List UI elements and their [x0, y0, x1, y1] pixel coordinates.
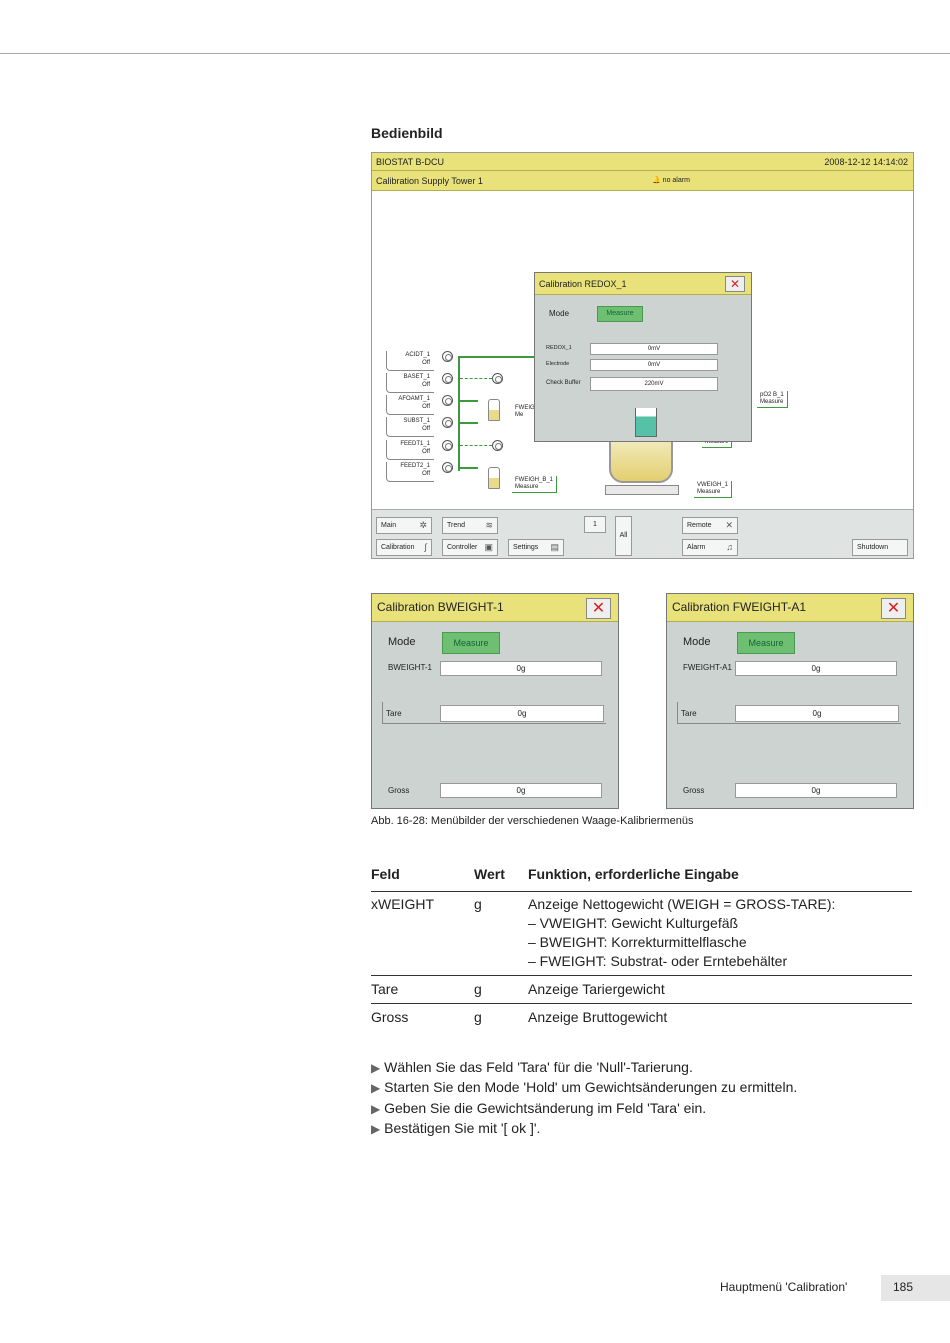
controller-icon: ▣ — [484, 542, 493, 552]
trend-button[interactable]: Trend≋ — [442, 517, 498, 534]
alarm-button[interactable]: Alarm♫ — [682, 539, 738, 556]
fweight-calibration-dialog: Calibration FWEIGHT-A1 ✕ Mode Measure FW… — [666, 593, 914, 809]
top-rule — [0, 53, 950, 54]
app-title: BIOSTAT B-DCU — [376, 157, 445, 167]
tare-input[interactable]: 0g — [440, 705, 604, 722]
valve-icon[interactable] — [442, 440, 453, 451]
remote-button[interactable]: Remote✕ — [682, 517, 738, 534]
mode-label: Mode — [388, 636, 416, 648]
main-button[interactable]: Main✲ — [376, 517, 432, 534]
weight-label: BWEIGHT-1 — [388, 663, 433, 672]
remote-icon: ✕ — [725, 520, 733, 530]
shutdown-button[interactable]: Shutdown — [852, 539, 908, 556]
list-item: ▶ Wählen Sie das Feld 'Tara' für die 'Nu… — [371, 1059, 693, 1075]
screenshot-calibration-supply-tower: BIOSTAT B-DCU 2008-12-12 14:14:02 Calibr… — [371, 152, 914, 559]
field-table: Feld Wert Funktion, erforderliche Eingab… — [371, 866, 912, 1031]
controller-button[interactable]: Controller▣ — [442, 539, 498, 556]
tare-input[interactable]: 0g — [735, 705, 899, 722]
measure-button[interactable]: Measure — [597, 306, 643, 322]
page-title: Calibration Supply Tower 1 — [376, 176, 483, 186]
bell-icon: ♫ — [726, 542, 733, 552]
weight-value: 0g — [735, 661, 897, 676]
instruction-steps: ▶ Wählen Sie das Feld 'Tara' für die 'Nu… — [371, 1058, 797, 1139]
beaker-icon — [635, 408, 657, 437]
settings-icon: ▤ — [550, 542, 559, 552]
measure-tag[interactable]: Measure — [702, 438, 733, 448]
valve-icon[interactable] — [442, 351, 453, 362]
dialog-title: Calibration REDOX_1 — [535, 273, 751, 295]
bell-icon: 🔔 — [652, 177, 661, 184]
triangle-right-icon: ▶ — [371, 1081, 381, 1096]
valve-icon[interactable] — [492, 440, 503, 451]
list-item: ▶ Starten Sie den Mode 'Hold' um Gewicht… — [371, 1079, 798, 1096]
gross-label: Gross — [388, 786, 410, 795]
all-button[interactable]: All — [615, 516, 632, 556]
valve-icon[interactable] — [442, 462, 453, 473]
alarm-status: no alarm — [662, 177, 690, 184]
datetime: 2008-12-12 14:14:02 — [824, 157, 908, 167]
redox-calibration-dialog: Calibration REDOX_1 ✕ Mode Measure REDOX… — [534, 272, 752, 442]
weight-label: FWEIGHT-A1 — [683, 663, 732, 672]
electrode-value: 0mV — [590, 359, 718, 371]
valve-icon[interactable] — [442, 395, 453, 406]
bottle-icon — [488, 399, 500, 421]
list-item: ▶ Bestätigen Sie mit '[ ok ]'. — [371, 1119, 541, 1136]
bweight-calibration-dialog: Calibration BWEIGHT-1 ✕ Mode Measure BWE… — [371, 593, 619, 809]
measure-button[interactable]: Measure — [442, 632, 500, 654]
valve-icon[interactable] — [442, 417, 453, 428]
figure-caption: Abb. 16-28: Menübilder der verschiedenen… — [371, 815, 694, 827]
table-row: Gross g Anzeige Bruttogewicht — [371, 1009, 668, 1025]
weight-value: 0g — [440, 661, 602, 676]
mode-label: Mode — [683, 636, 711, 648]
list-item: ▶ Geben Sie die Gewichtsänderung im Feld… — [371, 1099, 707, 1116]
close-icon[interactable]: ✕ — [881, 598, 906, 619]
close-icon[interactable]: ✕ — [586, 598, 611, 619]
section-title: Bedienbild — [371, 125, 443, 141]
gross-value: 0g — [735, 783, 897, 798]
page-number-box — [881, 1275, 950, 1301]
valve-icon[interactable] — [442, 373, 453, 384]
tare-label: Tare — [386, 709, 402, 718]
triangle-right-icon: ▶ — [371, 1061, 381, 1075]
table-row: xWEIGHT g Anzeige Nettogewicht (WEIGH = … — [371, 892, 912, 976]
triangle-right-icon: ▶ — [371, 1101, 381, 1116]
tare-label: Tare — [681, 709, 697, 718]
mode-label: Mode — [549, 309, 570, 318]
valve-icon[interactable] — [492, 373, 503, 384]
unit-selector[interactable]: 1 — [584, 516, 606, 533]
settings-button[interactable]: Settings▤ — [508, 539, 564, 556]
gross-value: 0g — [440, 783, 602, 798]
close-icon[interactable]: ✕ — [725, 276, 745, 292]
triangle-right-icon: ▶ — [371, 1121, 381, 1136]
measure-button[interactable]: Measure — [737, 632, 795, 654]
footer-section: Hauptmenü 'Calibration' — [720, 1280, 848, 1294]
dialog-title: Calibration FWEIGHT-A1 — [667, 594, 913, 622]
redox-value: 0mV — [590, 343, 718, 355]
app-title-bar: BIOSTAT B-DCU 2008-12-12 14:14:02 — [372, 153, 913, 171]
calibration-icon: ∫ — [424, 542, 427, 552]
trend-icon: ≋ — [485, 520, 493, 530]
table-row: Tare g Anzeige Tariergewicht — [371, 976, 912, 1004]
gross-label: Gross — [683, 786, 705, 795]
scale-platform — [605, 485, 679, 495]
dialog-title: Calibration BWEIGHT-1 — [372, 594, 618, 622]
bottom-navigation: Main✲ Calibration∫ Trend≋ Controller▣ Se… — [372, 509, 913, 558]
calibration-button[interactable]: Calibration∫ — [376, 539, 432, 556]
check-buffer-input[interactable]: 220mV — [590, 377, 718, 391]
table-header: Feld Wert Funktion, erforderliche Eingab… — [371, 866, 912, 892]
page-number: 185 — [893, 1280, 914, 1294]
main-icon: ✲ — [419, 520, 427, 530]
bottle-icon — [488, 467, 500, 489]
page-title-bar: Calibration Supply Tower 1 🔔 no alarm — [372, 171, 913, 191]
